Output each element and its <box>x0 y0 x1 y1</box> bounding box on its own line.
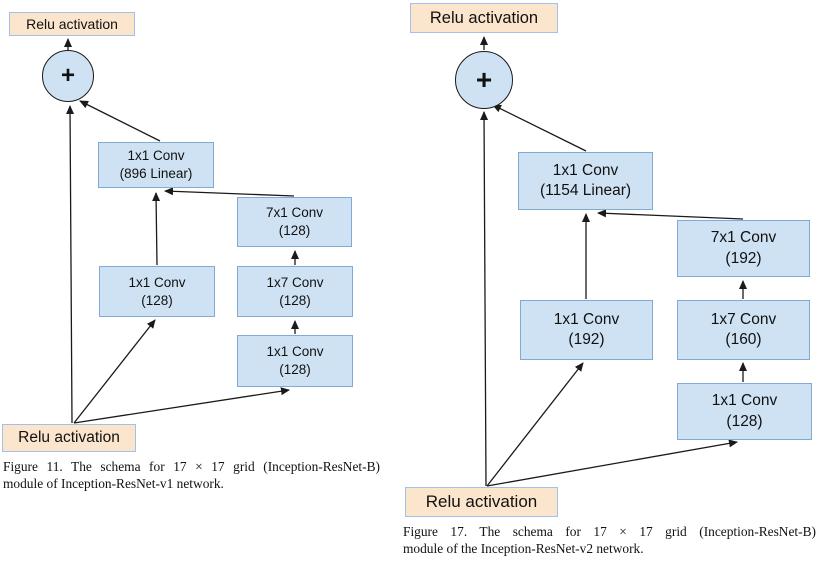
conv-label: 7x1 Conv <box>265 205 324 221</box>
arrow-relu-to-branchb-left <box>73 387 290 424</box>
relu-activation-output-box-right: Relu activation <box>410 3 558 33</box>
conv-7x1-box-left: 7x1 Conv (128) <box>237 197 352 247</box>
relu-activation-input-label-left: Relu activation <box>18 429 120 446</box>
relu-activation-output-label-right: Relu activation <box>429 8 539 27</box>
conv-label: 1x1 Conv <box>266 344 324 360</box>
arrow-relu-to-brancha-right <box>486 362 584 487</box>
arrow-relu-to-brancha-left <box>73 319 156 424</box>
caption-line-1: Figure 11. The schema for 17 × 17 grid (… <box>3 459 380 474</box>
conv-filters-label: (192) <box>568 331 605 348</box>
conv-label: 1x1 Conv <box>127 148 185 164</box>
conv-label: 1x7 Conv <box>266 274 324 290</box>
relu-activation-input-box-right: Relu activation <box>405 487 558 517</box>
conv-1x1-linear-box-right: 1x1 Conv (1154 Linear) <box>518 152 653 210</box>
conv-7x1-box-right: 7x1 Conv (192) <box>677 220 810 277</box>
conv-1x1-branch-box-left: 1x1 Conv (128) <box>99 266 215 317</box>
arrow-branchb-to-convlinear-left <box>164 187 295 197</box>
relu-activation-output-box-left: Relu activation <box>9 12 135 36</box>
relu-activation-output-label-left: Relu activation <box>26 16 118 32</box>
conv-filters-label: (192) <box>725 249 762 267</box>
arrow-branchb-to-convlinear-right <box>597 209 744 220</box>
conv-1x1-bottom-box-right: 1x1 Conv (128) <box>677 383 812 440</box>
arrow-convlinear-to-add-right <box>492 104 587 152</box>
arrow-brancha-to-convlinear-left <box>152 192 161 266</box>
conv-1x7-box-right: 1x7 Conv (160) <box>677 300 810 360</box>
caption-line-1: Figure 17. The schema for 17 × 17 grid (… <box>403 524 816 539</box>
conv-filters-label: (128) <box>278 223 311 238</box>
arrow-convlinear-to-add-left <box>79 100 161 142</box>
figure-11-caption: Figure 11. The schema for 17 × 17 grid (… <box>3 459 380 492</box>
conv-filters-label: (128) <box>726 412 763 430</box>
conv-label: 1x1 Conv <box>553 310 620 328</box>
plus-icon-left: + <box>60 62 75 89</box>
caption-line-2: module of the Inception-ResNet-v2 networ… <box>403 540 644 556</box>
conv-filters-label: (160) <box>725 331 762 348</box>
arrow-residual-right <box>480 111 489 487</box>
relu-activation-input-label-right: Relu activation <box>425 492 538 511</box>
conv-filters-label: (1154 Linear) <box>539 182 632 199</box>
residual-add-circle-left: + <box>42 50 94 102</box>
conv-filters-label: (128) <box>141 292 173 308</box>
conv-filters-label: (128) <box>279 292 311 308</box>
conv-label: 1x1 Conv <box>711 392 778 410</box>
conv-1x1-bottom-box-left: 1x1 Conv (128) <box>237 335 353 387</box>
relu-activation-input-box-left: Relu activation <box>2 424 136 452</box>
conv-label: 1x1 Conv <box>552 161 619 179</box>
conv-label: 7x1 Conv <box>710 229 777 247</box>
residual-add-circle-right: + <box>455 51 513 109</box>
figure-17-caption: Figure 17. The schema for 17 × 17 grid (… <box>403 524 816 557</box>
conv-1x7-box-left: 1x7 Conv (128) <box>237 266 353 317</box>
plus-icon-right: + <box>475 64 493 95</box>
conv-filters-label: (896 Linear) <box>119 166 193 181</box>
conv-label: 1x7 Conv <box>710 310 777 328</box>
arrow-relu-to-branchb-right <box>486 439 738 487</box>
caption-line-2: module of Inception-ResNet-v1 network. <box>3 475 224 491</box>
conv-label: 1x1 Conv <box>128 274 186 290</box>
arrow-residual-left <box>66 105 75 424</box>
conv-1x1-branch-box-right: 1x1 Conv (192) <box>520 300 653 360</box>
conv-1x1-linear-box-left: 1x1 Conv (896 Linear) <box>98 142 214 188</box>
conv-filters-label: (128) <box>279 362 311 377</box>
